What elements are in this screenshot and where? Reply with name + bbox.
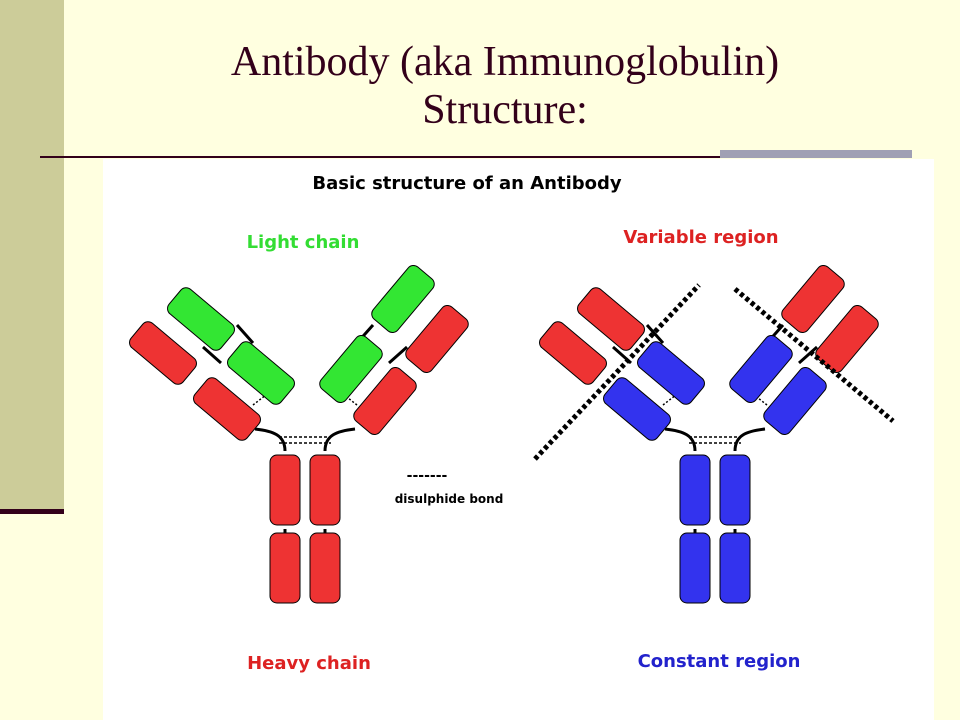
left-antibody-right-arm-outer-distal (405, 305, 469, 373)
right-antibody-arm-link-right-outer (798, 345, 818, 365)
label-constant-region: Constant region (638, 651, 801, 672)
right-antibody-heavy-stem-left-lower (679, 532, 711, 604)
left-antibody-right-arm-inner-distal (371, 265, 435, 333)
right-antibody-right-arm-outer-proximal (763, 367, 827, 435)
left-antibody-heavy-stem-right-upper (309, 454, 341, 526)
right-antibody-right-arm-outer-distal (815, 305, 879, 373)
left-antibody-left-arm-inner-distal (167, 287, 235, 351)
right-antibody-heavy-stem-left-upper (679, 454, 711, 526)
left-accent-line (0, 509, 64, 514)
left-antibody-hinge-right (323, 427, 356, 452)
right-antibody-heavy-stem-right-upper (719, 454, 751, 526)
label-light-chain: Light chain (247, 232, 360, 253)
left-antibody-heavy-stem-left-lower (269, 532, 301, 604)
label-heavy-chain: Heavy chain (247, 653, 371, 674)
title-underline (40, 156, 720, 158)
left-antibody-arm-link-left-outer (202, 345, 222, 365)
right-antibody-hinge-left (664, 427, 697, 452)
antibody-figure: Basic structure of an Antibody Light cha… (103, 159, 934, 720)
left-antibody-hinge-left (254, 427, 287, 452)
left-accent-bar (0, 0, 64, 512)
left-antibody-heavy-stem-right-lower (309, 532, 341, 604)
right-antibody-hinge-right (733, 427, 766, 452)
left-antibody-right-arm-inner-proximal (319, 335, 383, 403)
antibody-diagram: Basic structure of an Antibody Light cha… (129, 173, 895, 674)
left-antibody-right-arm-outer-proximal (353, 367, 417, 435)
left-antibody-left-arm-inner-proximal (227, 341, 295, 405)
left-antibody-arm-link-right-outer (388, 345, 408, 365)
left-antibody-left-arm-outer-distal (129, 321, 197, 385)
legend-dash-symbol: ------- (407, 468, 448, 484)
right-antibody-heavy-stem-right-lower (719, 532, 751, 604)
left-antibody-arm-link-left-light (235, 324, 255, 344)
antibody-domains (129, 265, 895, 604)
label-variable-region: Variable region (623, 227, 778, 248)
right-antibody-left-arm-outer-proximal (603, 377, 671, 441)
diagram-heading: Basic structure of an Antibody (312, 173, 621, 194)
left-antibody-heavy-stem-left-upper (269, 454, 301, 526)
slide-title: Antibody (aka Immunoglobulin) Structure: (0, 38, 960, 134)
right-antibody-right-arm-inner-distal (781, 265, 845, 333)
right-antibody-left-arm-outer-distal (539, 321, 607, 385)
slide-title-line-1: Antibody (aka Immunoglobulin) (230, 39, 780, 85)
right-antibody-arm-link-left-light (645, 324, 665, 344)
left-antibody-left-arm-outer-proximal (193, 377, 261, 441)
variable-constant-divider-right (733, 287, 895, 423)
variable-constant-divider-left (533, 283, 701, 461)
right-antibody-left-arm-inner-distal (577, 287, 645, 351)
legend-disulphide-bond: disulphide bond (395, 492, 504, 506)
slide-title-line-2: Structure: (422, 87, 588, 133)
title-underline-accent (720, 150, 912, 158)
right-antibody-right-arm-inner-proximal (729, 335, 793, 403)
right-antibody-left-arm-inner-proximal (637, 341, 705, 405)
